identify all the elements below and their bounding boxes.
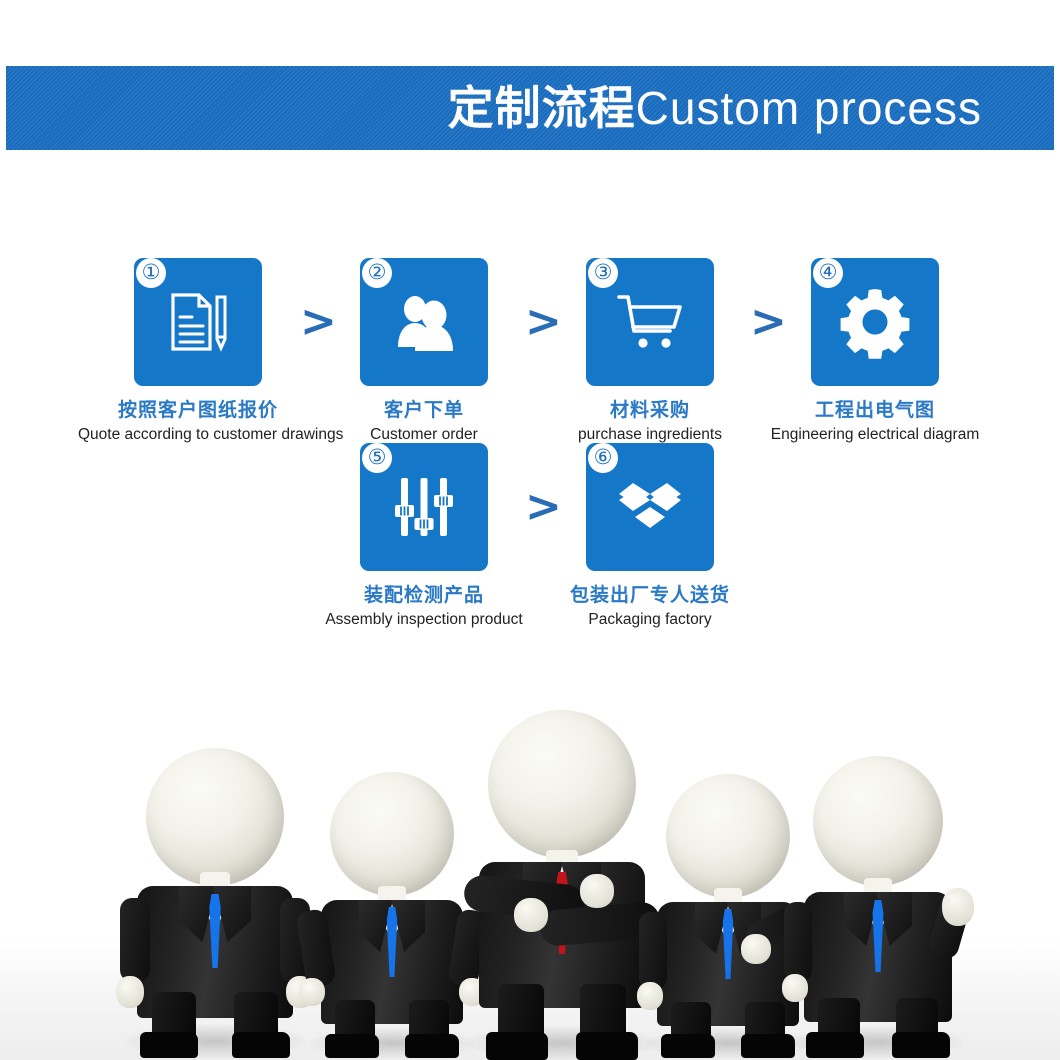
step-4-number-badge: ④ (813, 258, 843, 288)
step-6-tile[interactable]: ⑥ (586, 443, 714, 571)
figure-1-shoe-left (140, 1032, 198, 1058)
step-3-number-badge: ③ (588, 258, 618, 288)
figure-2-hand-left (299, 978, 325, 1006)
figure-1-tie (209, 894, 221, 968)
step-5-tile[interactable]: ⑤ (360, 443, 488, 571)
figure-1 (110, 740, 320, 1060)
chevron-separator-1: > (300, 296, 337, 347)
figure-4-head (666, 774, 790, 898)
figure-5-arm-left (784, 902, 812, 982)
step-5-label-cn: 装配检测产品 (363, 585, 484, 606)
figure-5-shoe-right (892, 1032, 950, 1058)
figure-4 (633, 762, 823, 1060)
step-2-tile[interactable]: ② (360, 258, 488, 386)
step-6-label-en: Packaging factory (588, 611, 712, 628)
chevron-separator-4: > (525, 481, 562, 532)
figure-3 (452, 710, 672, 1060)
step-1-label-cn: 按照客户图纸报价 (117, 400, 278, 421)
chevron-separator-3: > (750, 296, 787, 347)
figure-1-torso (137, 886, 293, 1018)
process-step-3[interactable]: ③ 材料采购 purchase ingredients (530, 258, 770, 444)
figure-2-tie (386, 907, 398, 977)
figure-5-head (813, 756, 943, 886)
figure-3-shoe-right (576, 1032, 638, 1060)
figure-2-shoe-right (405, 1034, 459, 1058)
figure-2-shoe-left (325, 1034, 379, 1058)
step-2-label-cn: 客户下单 (383, 400, 464, 421)
chevron-separator-2: > (525, 296, 562, 347)
package-box-icon (619, 483, 681, 528)
figure-5-shoe-left (806, 1032, 864, 1058)
step-3-label-en: purchase ingredients (578, 426, 722, 443)
step-1-number-badge: ① (136, 258, 166, 288)
page-title: 定制流程Custom process (448, 85, 982, 131)
process-step-1[interactable]: ① 按照客户图纸报价 Quote according to c (78, 258, 344, 444)
figure-4-shoe-left (661, 1034, 715, 1058)
step-1-label-en: Quote according to customer drawings (78, 426, 344, 443)
figure-3-head (488, 710, 636, 858)
figure-4-tie (722, 909, 734, 979)
process-step-6[interactable]: ⑥ 包装出厂专人送货 Packaging factory (530, 443, 770, 629)
page-title-cn: 定制流程 (447, 82, 636, 134)
step-4-label-en: Engineering electrical diagram (770, 426, 980, 443)
figure-4-shoe-right (741, 1034, 795, 1058)
process-step-4[interactable]: ④ 工程出电气图 Engineering electrical diagram (755, 258, 995, 444)
figure-2-head (330, 772, 454, 896)
page-title-en: Custom process (635, 82, 982, 134)
step-6-number-badge: ⑥ (588, 443, 618, 473)
process-step-5[interactable]: ⑤ (304, 443, 544, 629)
figure-1-arm-left (120, 898, 150, 982)
process-step-2[interactable]: ② 客户下单 Customer order (304, 258, 544, 444)
figure-5-hand-left (782, 974, 808, 1002)
gear-icon (840, 289, 910, 359)
step-5-number-badge: ⑤ (362, 443, 392, 473)
figure-1-head (146, 748, 284, 886)
step-4-tile[interactable]: ④ (811, 258, 939, 386)
document-pencil-icon (171, 293, 227, 352)
header-banner: 定制流程Custom process (6, 66, 1054, 150)
step-2-number-badge: ② (362, 258, 392, 288)
figure-4-arm-left (639, 912, 667, 990)
figure-5 (778, 748, 978, 1060)
figure-3-hand-right (580, 874, 614, 908)
step-2-label-en: Customer order (370, 426, 478, 443)
step-3-tile[interactable]: ③ (586, 258, 714, 386)
step-6-label-cn: 包装出厂专人送货 (569, 585, 730, 606)
shopping-cart-icon (617, 295, 682, 348)
figure-4-hand-left (637, 982, 663, 1010)
step-5-label-en: Assembly inspection product (325, 611, 523, 628)
two-people-icon (398, 296, 453, 351)
figure-2 (295, 760, 489, 1060)
figure-1-hand-left (116, 976, 144, 1008)
figure-5-tie (872, 900, 884, 972)
businessmen-illustration (0, 690, 1060, 1060)
figure-3-shoe-left (486, 1032, 548, 1060)
sliders-icon (395, 478, 453, 536)
figure-5-hand-pointing (942, 888, 974, 926)
figure-4-hand-right (741, 934, 771, 964)
figure-3-hand-left (514, 898, 548, 932)
step-3-label-cn: 材料采购 (609, 400, 690, 421)
step-4-label-cn: 工程出电气图 (814, 400, 935, 421)
figure-1-shoe-right (232, 1032, 290, 1058)
step-1-tile[interactable]: ① (134, 258, 262, 386)
